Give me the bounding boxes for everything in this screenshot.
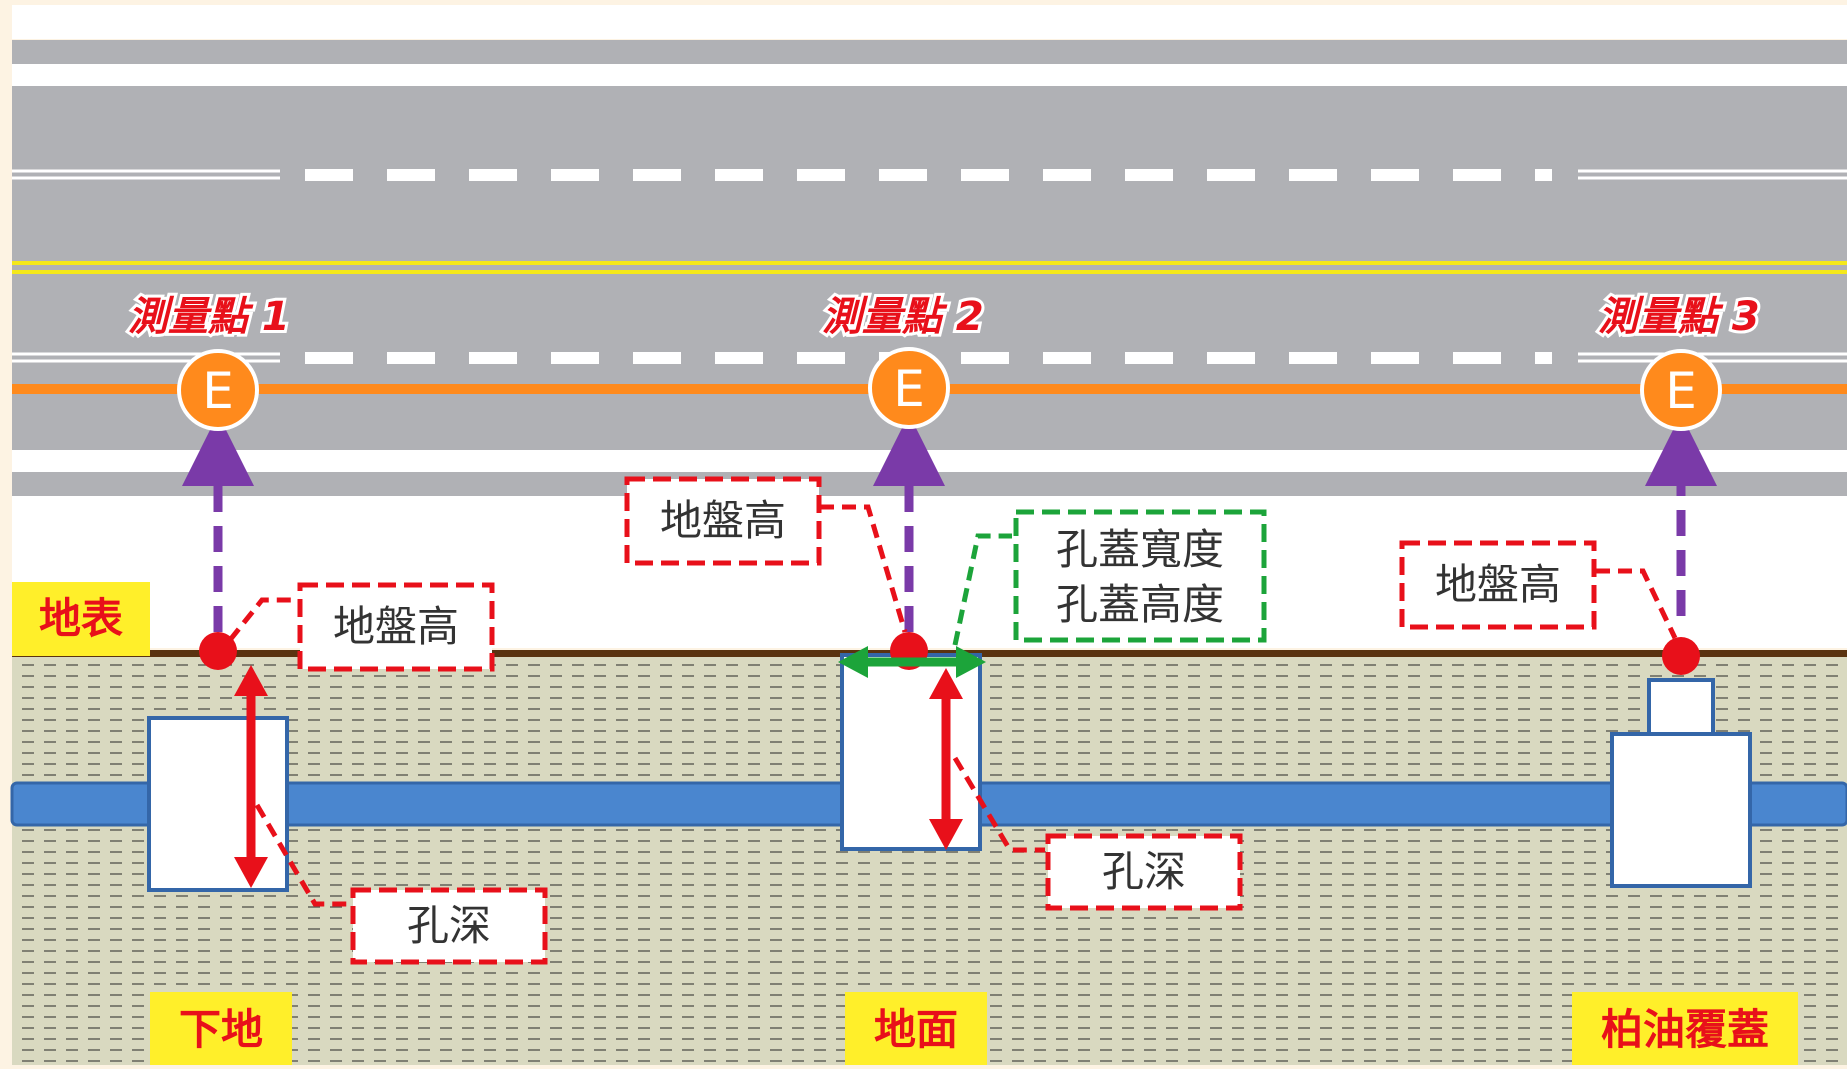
type-label-surface: 地面 [845,992,987,1065]
svg-text:孔蓋高度: 孔蓋高度 [1056,580,1224,629]
cover-size-callout: 孔蓋寬度 孔蓋高度 [952,509,1267,646]
e-marker-1: E [177,349,259,431]
svg-text:地盤高: 地盤高 [660,496,786,545]
manhole-asphalt-covered [1610,678,1752,888]
svg-text:E: E [893,360,925,418]
svg-text:地面: 地面 [874,1005,958,1054]
measure-point-label-1: 測量點 1 [128,294,290,340]
svg-text:下地: 下地 [179,1005,263,1054]
svg-text:地盤高: 地盤高 [333,602,459,651]
manhole-underground [147,716,289,892]
ground-surface-tag: 地表 [12,582,150,656]
cover-width-arrow [838,646,986,678]
e-marker-3: E [1640,349,1722,431]
svg-text:地表: 地表 [39,594,123,643]
hole-depth-arrow-2 [929,668,963,850]
measure-point-label-2: 測量點 2 [822,294,984,340]
svg-text:E: E [202,362,234,420]
ground-point-3 [1662,637,1700,675]
ground-height-callout-3: 地盤高 [1399,540,1678,640]
svg-text:地盤高: 地盤高 [1435,560,1561,609]
hole-depth-arrow-1 [234,665,268,888]
e-marker-2: E [868,347,950,429]
measure-point-label-3: 測量點 3 [1598,294,1760,340]
hole-depth-callout-1: 孔深 [254,803,548,965]
svg-text:孔深: 孔深 [1102,847,1186,896]
ground-height-callout-1: 地盤高 [228,582,495,672]
manhole-surface [840,653,982,851]
pipe [10,781,1847,827]
ground-point-1 [199,632,237,670]
type-label-underground: 下地 [150,992,292,1065]
svg-text:孔深: 孔深 [407,901,491,950]
ground-height-callout-2: 地盤高 [624,476,908,633]
hole-depth-callout-2: 孔深 [952,756,1243,911]
svg-text:E: E [1665,362,1697,420]
svg-text:柏油覆蓋: 柏油覆蓋 [1601,1005,1769,1054]
type-label-asphalt: 柏油覆蓋 [1572,992,1798,1065]
svg-text:孔蓋寬度: 孔蓋寬度 [1056,525,1224,574]
